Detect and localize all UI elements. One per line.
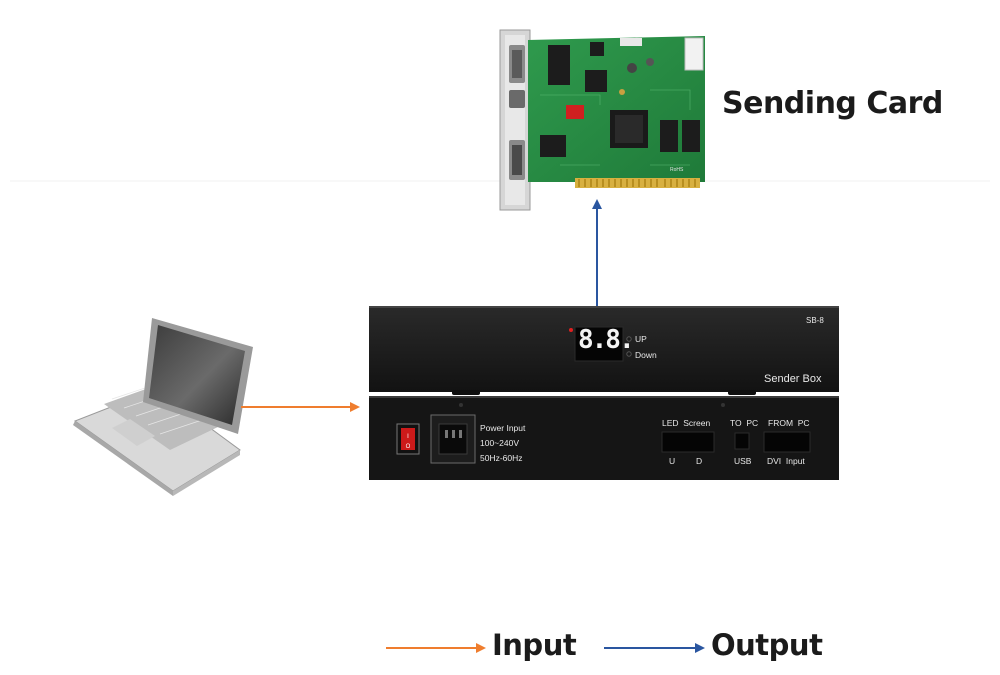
legend-input-label: Input [492, 628, 577, 662]
up-label: UP [635, 334, 647, 344]
model-label: SB-8 [806, 316, 824, 325]
indicator-led [569, 328, 573, 332]
to-pc-label: TO PC [730, 418, 759, 428]
display-digits: 8.8. [578, 325, 635, 355]
legend-output-label: Output [711, 628, 823, 662]
dvi-input-label: DVI Input [767, 456, 805, 466]
power-switch-icon: I O [396, 423, 420, 455]
d-port-label: D [696, 456, 703, 466]
down-label: Down [635, 350, 657, 360]
sender-box-rear-unit: I O [369, 396, 839, 480]
led-screen-ports [661, 431, 715, 453]
power-socket-icon [430, 414, 476, 464]
sending-card-title: Sending Card [722, 86, 943, 121]
frequency-label: 50Hz-60Hz [480, 453, 523, 463]
pcb-marking: RoHS [670, 167, 684, 173]
usb-port [734, 432, 750, 450]
from-pc-label: FROM PC [768, 418, 810, 428]
sender-box-top-unit [369, 306, 839, 395]
sending-card-pcb-icon: RoHS [499, 29, 705, 211]
usb-label: USB [734, 456, 752, 466]
sender-box-label: Sender Box [764, 373, 822, 385]
power-input-label: Power Input [480, 423, 526, 433]
down-button [626, 351, 632, 357]
seven-segment-display [574, 326, 624, 362]
up-button [626, 336, 632, 342]
svg-text:I: I [407, 434, 409, 440]
dvi-port [763, 431, 811, 453]
touchpad [112, 419, 155, 446]
voltage-label: 100~240V [480, 438, 519, 448]
laptop-icon [73, 318, 253, 496]
u-port-label: U [669, 456, 676, 466]
led-screen-label: LED Screen [662, 418, 711, 428]
svg-text:O: O [406, 444, 411, 450]
